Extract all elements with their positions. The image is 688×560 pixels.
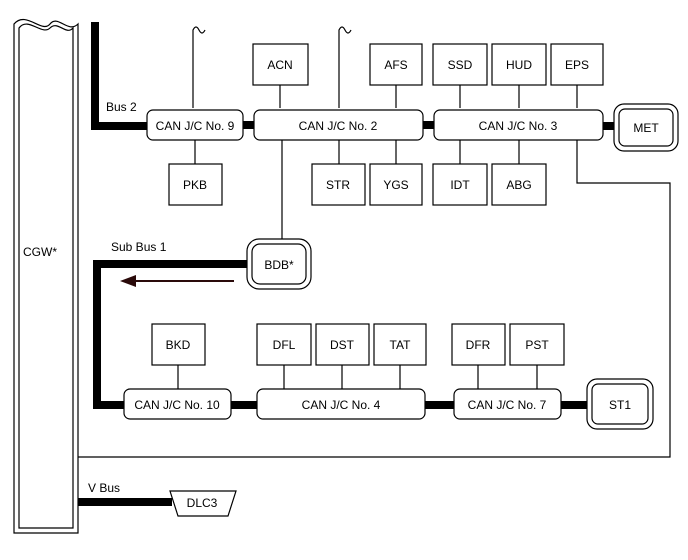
ecu-pst[interactable]: PST: [509, 323, 565, 366]
cgw-label: CGW*: [23, 245, 57, 259]
svg-text:PKB: PKB: [183, 178, 207, 192]
direction-arrow: [120, 275, 234, 287]
svg-text:EPS: EPS: [565, 58, 589, 72]
bus2-line: [91, 22, 148, 130]
jc3-box[interactable]: CAN J/C No. 3: [433, 109, 604, 141]
svg-text:CAN J/C No. 7: CAN J/C No. 7: [468, 398, 547, 412]
met-terminator[interactable]: MET: [613, 103, 679, 152]
ecu-acn[interactable]: ACN: [252, 43, 309, 86]
svg-text:YGS: YGS: [383, 178, 408, 192]
svg-text:ABG: ABG: [506, 178, 531, 192]
jc4-box[interactable]: CAN J/C No. 4: [256, 388, 426, 420]
svg-text:MET: MET: [633, 121, 659, 135]
wire-jc3-return: [78, 140, 671, 458]
ecu-str[interactable]: STR: [311, 163, 366, 206]
ecu-pkb[interactable]: PKB: [168, 163, 223, 206]
svg-text:HUD: HUD: [506, 58, 532, 72]
ecu-afs[interactable]: AFS: [369, 43, 423, 86]
ecu-dfl[interactable]: DFL: [256, 323, 312, 366]
svg-text:BDB*: BDB*: [264, 258, 294, 272]
v-bus-label: V Bus: [88, 481, 120, 495]
bdb-terminator[interactable]: BDB*: [246, 238, 312, 290]
ecu-eps[interactable]: EPS: [550, 43, 604, 86]
stub-jc9-top: [192, 26, 206, 108]
svg-text:DST: DST: [330, 338, 355, 352]
svg-text:STR: STR: [326, 178, 350, 192]
svg-text:ACN: ACN: [267, 58, 292, 72]
ecu-dfr[interactable]: DFR: [451, 323, 506, 366]
svg-text:SSD: SSD: [448, 58, 473, 72]
st1-terminator[interactable]: ST1: [586, 378, 654, 430]
dlc3-connector[interactable]: DLC3: [169, 490, 237, 517]
jc10-box[interactable]: CAN J/C No. 10: [123, 388, 232, 420]
svg-text:IDT: IDT: [450, 178, 470, 192]
ecu-hud[interactable]: HUD: [491, 43, 547, 86]
svg-text:PST: PST: [525, 338, 549, 352]
ecu-ssd[interactable]: SSD: [432, 43, 488, 86]
ecu-tat[interactable]: TAT: [373, 323, 427, 366]
ecu-bkd[interactable]: BKD: [151, 323, 206, 366]
bus2-label: Bus 2: [106, 100, 137, 114]
svg-text:DLC3: DLC3: [187, 496, 218, 510]
ecu-dst[interactable]: DST: [315, 323, 370, 366]
stub-jc2-top: [338, 26, 352, 108]
jc2-box[interactable]: CAN J/C No. 2: [253, 109, 424, 141]
svg-text:BKD: BKD: [166, 338, 191, 352]
svg-text:CAN J/C No. 10: CAN J/C No. 10: [134, 398, 220, 412]
svg-text:DFR: DFR: [466, 338, 491, 352]
jc9-box[interactable]: CAN J/C No. 9: [146, 109, 244, 141]
ecu-idt[interactable]: IDT: [432, 163, 488, 206]
svg-text:AFS: AFS: [384, 58, 407, 72]
svg-text:CAN J/C No. 9: CAN J/C No. 9: [156, 119, 235, 133]
thick-buses: [78, 22, 617, 506]
ecu-abg[interactable]: ABG: [491, 163, 547, 206]
svg-text:CAN J/C No. 2: CAN J/C No. 2: [299, 119, 378, 133]
svg-text:DFL: DFL: [273, 338, 296, 352]
jc7-box[interactable]: CAN J/C No. 7: [453, 388, 562, 420]
thin-wiring: [78, 26, 671, 458]
svg-text:TAT: TAT: [390, 338, 412, 352]
svg-text:CAN J/C No. 4: CAN J/C No. 4: [302, 398, 381, 412]
sub-bus1-label: Sub Bus 1: [111, 240, 167, 254]
svg-text:CAN J/C No. 3: CAN J/C No. 3: [479, 119, 558, 133]
cgw-gateway[interactable]: CGW*: [13, 18, 79, 534]
svg-text:ST1: ST1: [609, 398, 631, 412]
sub-bus1-line: [93, 260, 249, 409]
ecu-ygs[interactable]: YGS: [369, 163, 423, 206]
